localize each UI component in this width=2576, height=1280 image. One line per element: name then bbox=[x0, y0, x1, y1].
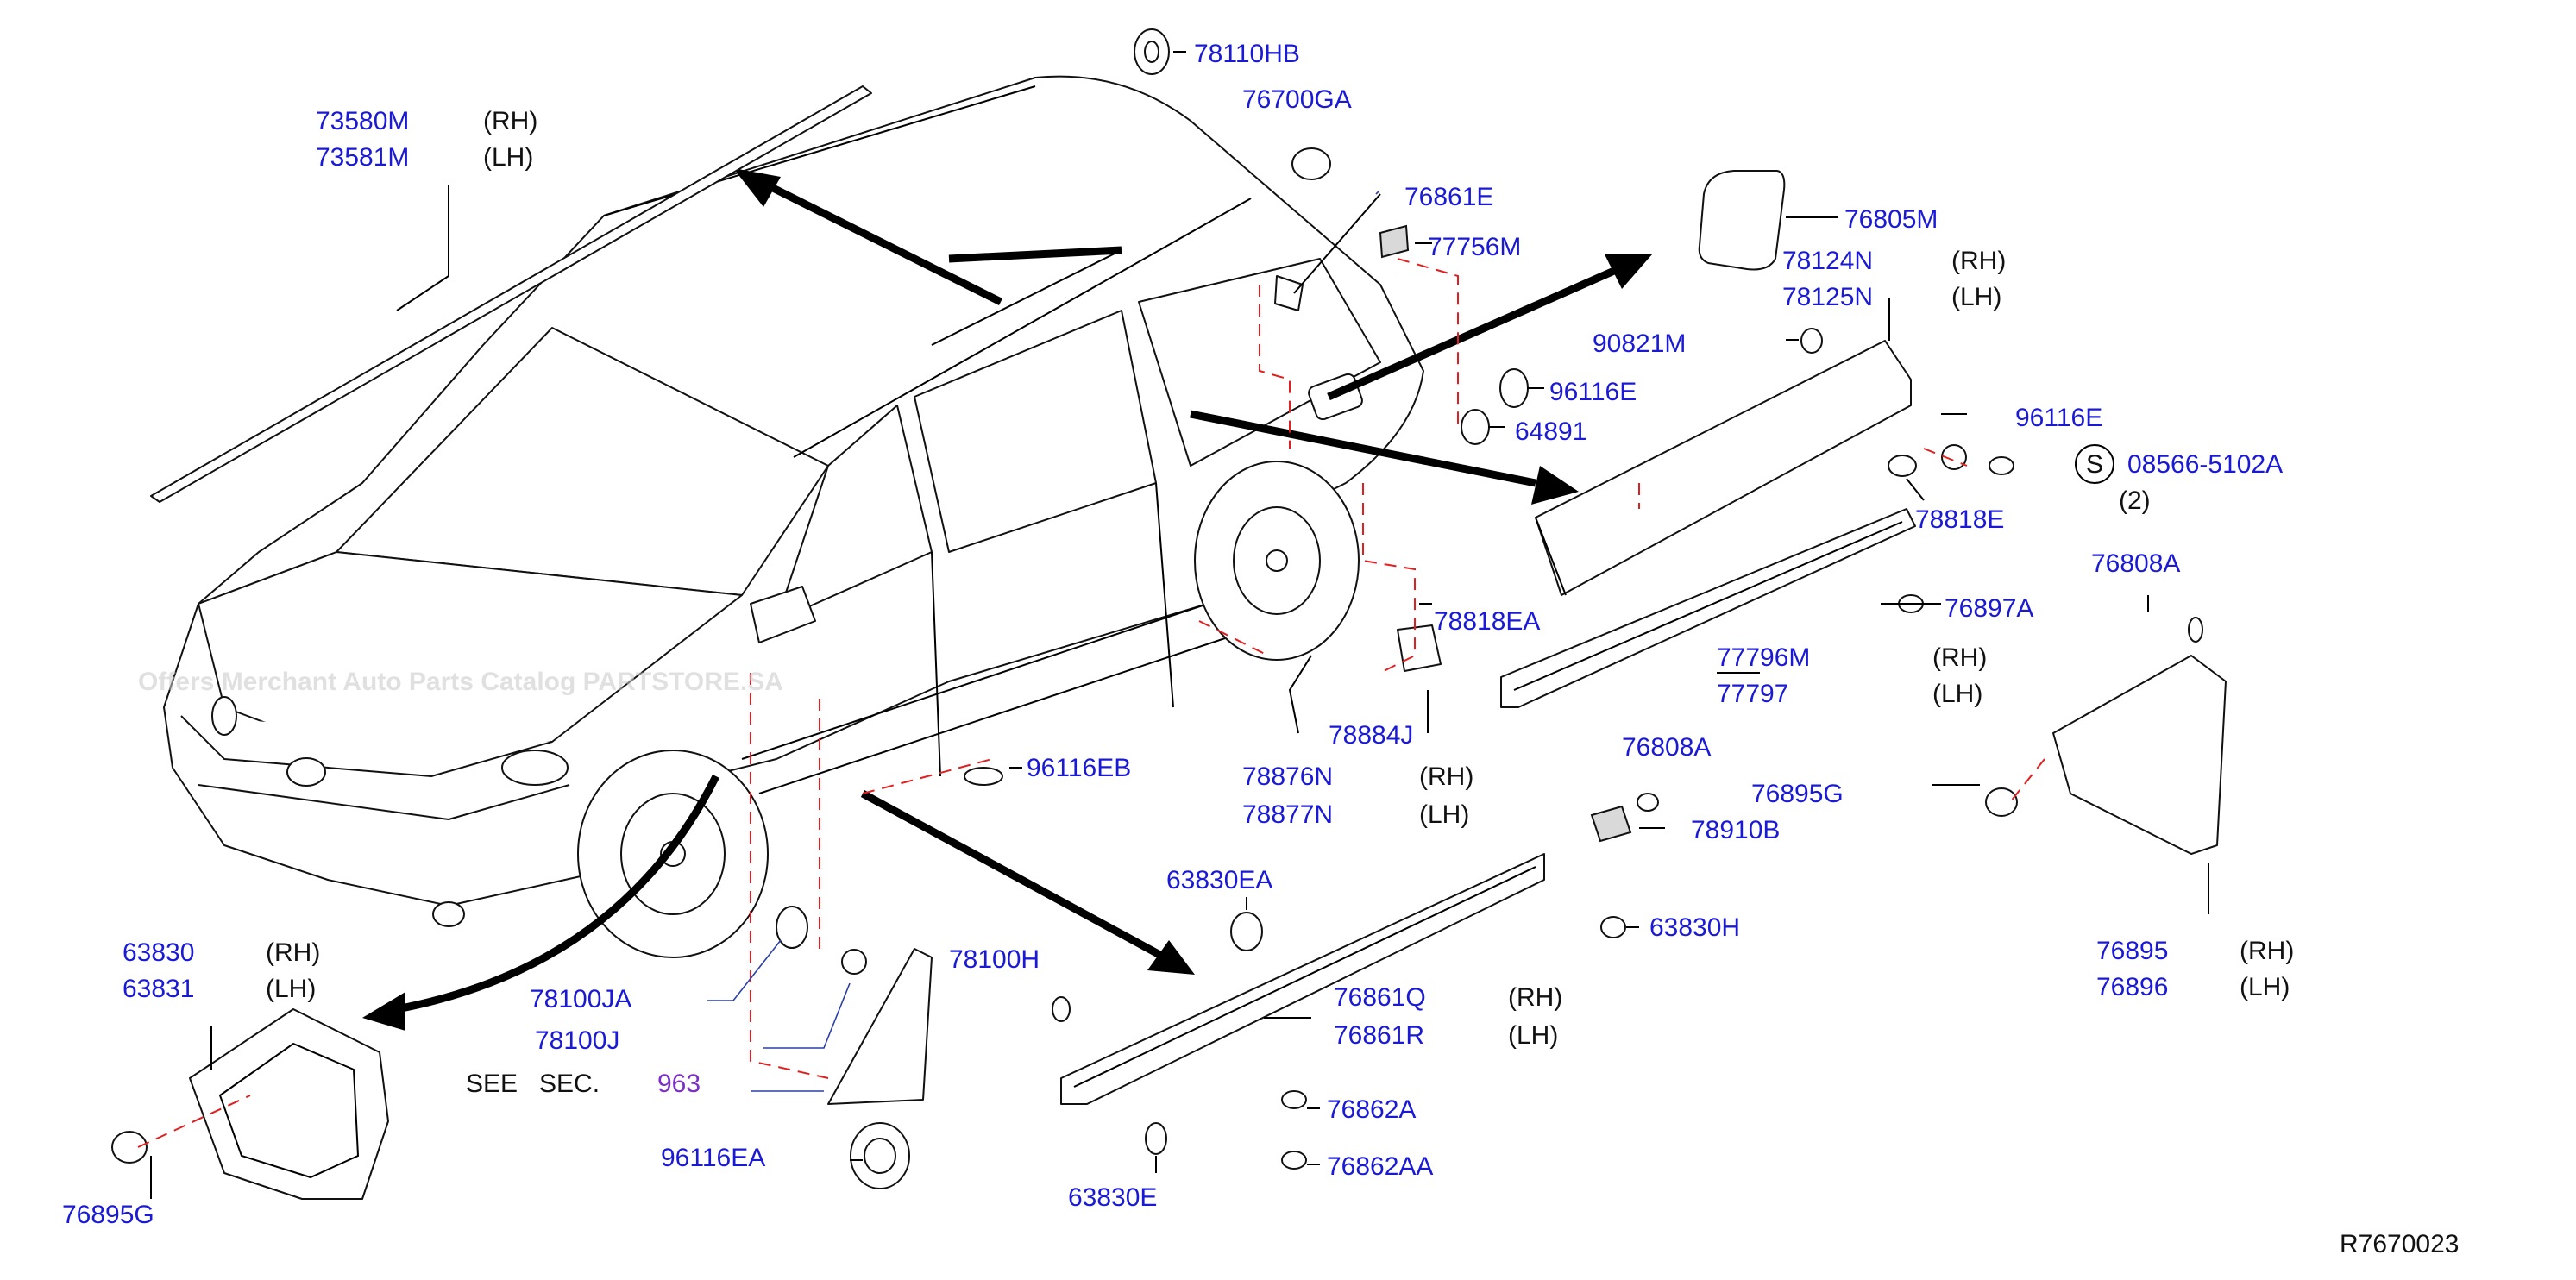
rear-quarter-molding-part bbox=[1535, 340, 1912, 596]
part-77796M[interactable]: 77796M bbox=[1717, 643, 1810, 672]
side-sill-cover-part bbox=[1060, 853, 1545, 1105]
rear-side-strip-part bbox=[1500, 508, 1916, 708]
part-78818E[interactable]: 78818E bbox=[1915, 505, 2004, 534]
see-section-label: SEE SEC. bbox=[466, 1070, 600, 1098]
qualifier-lh: (LH) bbox=[1932, 680, 1982, 708]
part-63830H[interactable]: 63830H bbox=[1649, 913, 1740, 942]
part-78876N[interactable]: 78876N bbox=[1242, 762, 1333, 791]
part-76896[interactable]: 76896 bbox=[2096, 973, 2168, 1001]
part-76861Q[interactable]: 76861Q bbox=[1334, 983, 1426, 1012]
part-96116E[interactable]: 96116E bbox=[2015, 404, 2102, 432]
part-96116E[interactable]: 96116E bbox=[1549, 378, 1637, 406]
part-73581M[interactable]: 73581M bbox=[316, 143, 409, 172]
part-63831[interactable]: 63831 bbox=[123, 975, 194, 1003]
part-63830[interactable]: 63830 bbox=[123, 938, 194, 967]
qualifier-lh: (LH) bbox=[266, 975, 316, 1003]
qualifier-rh: (RH) bbox=[2240, 937, 2294, 965]
part-96116EA[interactable]: 96116EA bbox=[661, 1144, 765, 1172]
part-76861R[interactable]: 76861R bbox=[1334, 1021, 1424, 1050]
qualifier-lh: (LH) bbox=[1419, 800, 1469, 829]
part-63830EA[interactable]: 63830EA bbox=[1166, 866, 1272, 894]
pointer-arrows bbox=[362, 168, 1652, 1031]
vehicle-illustration bbox=[163, 75, 1424, 958]
fasteners bbox=[111, 444, 2203, 1189]
part-78124N[interactable]: 78124N bbox=[1782, 247, 1873, 275]
quantity-2: (2) bbox=[2119, 486, 2151, 515]
roof-molding-part bbox=[150, 85, 872, 503]
qualifier-rh: (RH) bbox=[1419, 762, 1473, 791]
qualifier-rh: (RH) bbox=[483, 107, 537, 135]
qualifier-lh: (LH) bbox=[1508, 1021, 1558, 1050]
part-77797[interactable]: 77797 bbox=[1717, 680, 1788, 708]
qualifier-lh: (LH) bbox=[2240, 973, 2290, 1001]
fuel-filler-lid-part bbox=[1698, 170, 1786, 271]
triangle-cover-part bbox=[827, 948, 933, 1105]
part-73580M[interactable]: 73580M bbox=[316, 107, 409, 135]
part-76895[interactable]: 76895 bbox=[2096, 937, 2168, 965]
leader-lines bbox=[150, 51, 2209, 1199]
part-96116EB[interactable]: 96116EB bbox=[1027, 754, 1131, 782]
see-section-link[interactable]: 963 bbox=[657, 1070, 701, 1098]
rear-mud-guard-part bbox=[2052, 655, 2227, 855]
qualifier-rh: (RH) bbox=[1932, 643, 1987, 672]
qualifier-rh: (RH) bbox=[266, 938, 320, 967]
watermark-text: Offers Merchant Auto Parts Catalog PARTS… bbox=[138, 668, 783, 696]
part-08566-5102A[interactable]: 08566-5102A bbox=[2127, 450, 2283, 479]
part-76862AA[interactable]: 76862AA bbox=[1327, 1152, 1433, 1181]
part-labels: 78110HB 76700GA 73580M (RH) 73581M (LH) … bbox=[62, 40, 2459, 1258]
part-76895G[interactable]: 76895G bbox=[1751, 780, 1844, 808]
qualifier-rh: (RH) bbox=[1508, 983, 1562, 1012]
part-78100H[interactable]: 78100H bbox=[949, 945, 1040, 974]
part-63830E[interactable]: 63830E bbox=[1068, 1183, 1157, 1212]
qualifier-lh: (LH) bbox=[483, 143, 533, 172]
part-78110HB[interactable]: 78110HB bbox=[1194, 40, 1300, 68]
diagram-id: R7670023 bbox=[2340, 1230, 2459, 1258]
s-symbol: S bbox=[2086, 450, 2103, 479]
part-64891[interactable]: 64891 bbox=[1515, 417, 1586, 446]
part-77756M[interactable]: 77756M bbox=[1428, 233, 1521, 261]
part-76805M[interactable]: 76805M bbox=[1844, 205, 1938, 234]
part-78910B[interactable]: 78910B bbox=[1691, 816, 1780, 844]
part-78884J[interactable]: 78884J bbox=[1329, 721, 1413, 750]
qualifier-rh: (RH) bbox=[1951, 247, 2006, 275]
leader-roof-molding bbox=[396, 185, 449, 311]
part-76861E[interactable]: 76861E bbox=[1404, 183, 1493, 211]
top-small-parts bbox=[1134, 28, 1823, 445]
part-90821M[interactable]: 90821M bbox=[1593, 329, 1686, 358]
part-76808A[interactable]: 76808A bbox=[2091, 549, 2180, 578]
qualifier-lh: (LH) bbox=[1951, 283, 2001, 311]
part-78100J[interactable]: 78100J bbox=[535, 1026, 619, 1055]
part-76808A[interactable]: 76808A bbox=[1622, 733, 1711, 762]
part-76895G[interactable]: 76895G bbox=[62, 1201, 154, 1229]
part-76897A[interactable]: 76897A bbox=[1945, 594, 2033, 623]
part-76862A[interactable]: 76862A bbox=[1327, 1095, 1416, 1124]
part-78100JA[interactable]: 78100JA bbox=[530, 985, 631, 1013]
red-dashed-guides bbox=[137, 258, 2045, 1148]
part-78877N[interactable]: 78877N bbox=[1242, 800, 1333, 829]
part-78125N[interactable]: 78125N bbox=[1782, 283, 1873, 311]
part-78818EA[interactable]: 78818EA bbox=[1434, 607, 1540, 636]
part-76700GA[interactable]: 76700GA bbox=[1242, 85, 1352, 114]
